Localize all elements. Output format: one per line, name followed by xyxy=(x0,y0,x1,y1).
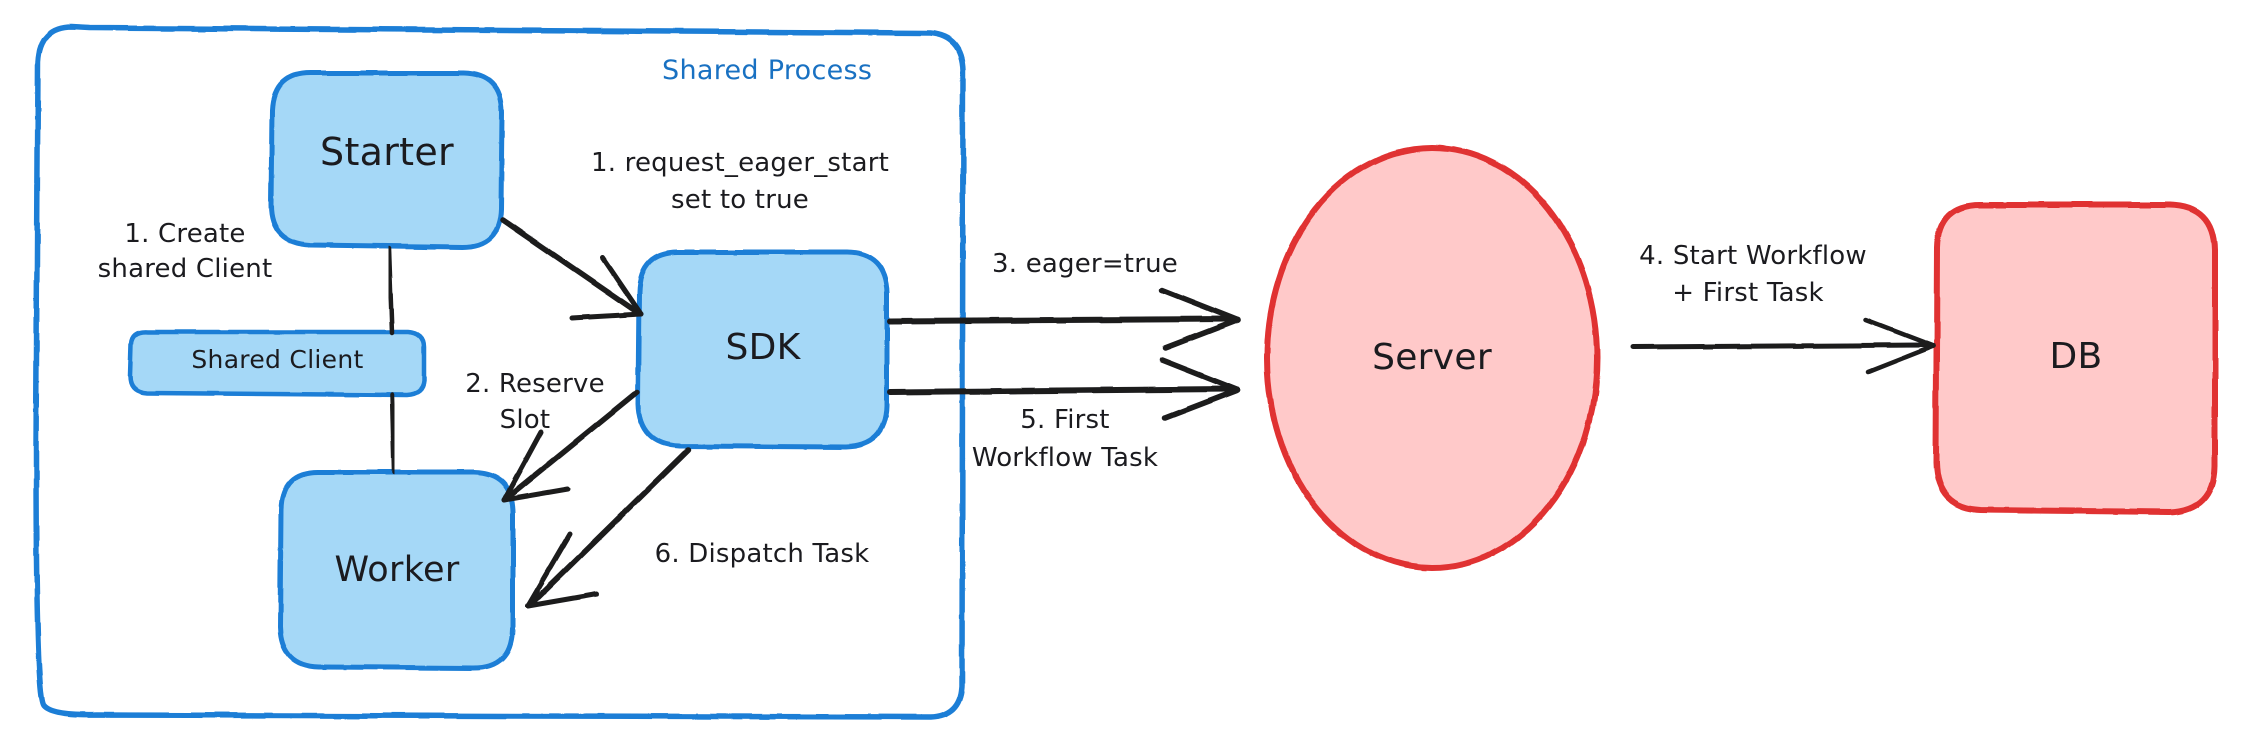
edge-label-create-shared-client-line2: shared Client xyxy=(97,254,273,284)
edge-label-reserve-slot-line1: 2. Reserve xyxy=(465,369,605,399)
node-label-db: DB xyxy=(2049,336,2103,377)
edge-dispatch-task xyxy=(525,447,691,609)
node-server-shape xyxy=(1264,145,1600,571)
node-sdk-shape xyxy=(635,249,890,450)
edge-create-shared-client xyxy=(386,245,397,475)
node-label-sdk: SDK xyxy=(725,327,801,368)
edge-first-workflow-task xyxy=(887,357,1241,421)
edge-label-eager-true: 3. eager=true xyxy=(992,249,1178,279)
group-shared-process xyxy=(33,24,966,720)
edge-eager-true xyxy=(887,287,1241,351)
edge-label-dispatch-task: 6. Dispatch Task xyxy=(654,539,870,569)
edge-label-request-eager-start-line2: set to true xyxy=(671,185,809,215)
group-title-shared-process: Shared Process xyxy=(662,55,873,86)
node-label-starter: Starter xyxy=(320,130,454,174)
edge-label-start-workflow-line2: + First Task xyxy=(1672,278,1824,308)
node-label-worker: Worker xyxy=(334,550,460,590)
edge-label-create-shared-client-line1: 1. Create xyxy=(124,219,246,249)
node-label-shared-client: Shared Client xyxy=(191,345,364,374)
edge-label-first-workflow-task-line1: 5. First xyxy=(1020,405,1110,435)
edge-label-start-workflow-line1: 4. Start Workflow xyxy=(1639,241,1867,271)
node-db-shape xyxy=(1933,201,2218,515)
node-starter-shape xyxy=(268,70,505,250)
edge-label-reserve-slot-line2: Slot xyxy=(499,405,551,435)
edge-reserve-slot xyxy=(501,389,640,503)
node-label-server: Server xyxy=(1372,337,1492,378)
edge-start-workflow xyxy=(1630,317,1937,375)
edge-request-eager-start xyxy=(500,217,644,321)
node-shared-client-shape xyxy=(127,329,427,398)
edge-label-first-workflow-task-line2: Workflow Task xyxy=(971,443,1159,473)
edge-label-request-eager-start-line1: 1. request_eager_start xyxy=(591,148,889,178)
